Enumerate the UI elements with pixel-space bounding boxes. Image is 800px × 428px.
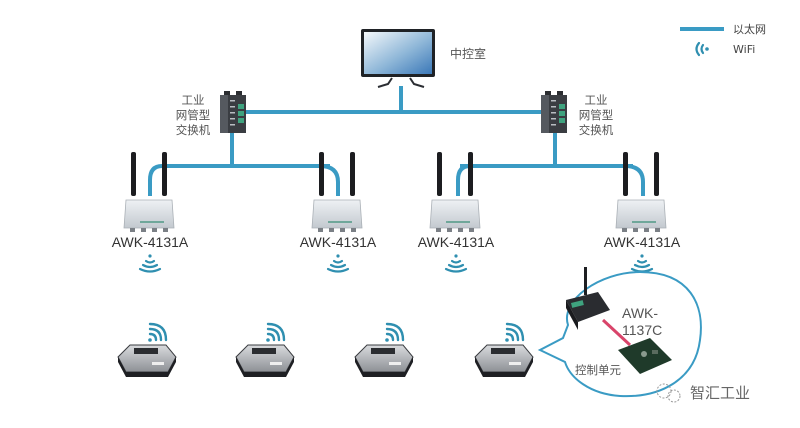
- access-point-label: AWK-4131A: [418, 234, 495, 250]
- switch-right-label-2: 网管型: [579, 108, 614, 122]
- switch-right-label-3: 交换机: [579, 123, 614, 137]
- wechat-logo-icon: [656, 383, 681, 403]
- client-label-line1: AWK-: [622, 305, 658, 321]
- control-unit-label: 控制单元: [575, 363, 621, 377]
- wifi-icon: [385, 322, 405, 342]
- ap1-cable: [148, 164, 163, 196]
- ap4-cable: [624, 164, 645, 196]
- agv-vehicle-icon: [235, 344, 295, 377]
- access-point-label: AWK-4131A: [604, 234, 681, 250]
- wifi-icon: [266, 322, 286, 342]
- wifi-legend-icon: [695, 41, 709, 57]
- access-point-icon: [615, 152, 667, 232]
- serial-cable: [601, 318, 632, 347]
- vehicles: [117, 322, 534, 377]
- wifi-icon: [444, 254, 468, 273]
- switch-left-label-2: 网管型: [176, 108, 211, 122]
- access-point: AWK-4131A: [418, 152, 495, 273]
- legend: 以太网 WiFi: [680, 23, 766, 57]
- ethernet-links: [148, 86, 645, 196]
- access-point: AWK-4131A: [300, 152, 377, 273]
- access-point-icon: [123, 152, 175, 232]
- control-room-label: 中控室: [450, 46, 486, 61]
- switch-icon: [220, 91, 246, 133]
- access-point: AWK-4131A: [112, 152, 189, 273]
- access-point-icon: [429, 152, 481, 232]
- agv-vehicle-icon: [354, 344, 414, 377]
- watermark: 智汇工业: [656, 383, 750, 403]
- agv-vehicle: [354, 322, 414, 377]
- wifi-icon: [148, 322, 168, 342]
- agv-vehicle: [474, 322, 534, 377]
- ap3-cable: [456, 164, 471, 196]
- agv-vehicle-icon: [474, 344, 534, 377]
- legend-ethernet-label: 以太网: [733, 23, 766, 36]
- monitor-icon: [361, 29, 435, 88]
- switch-right-label-1: 工业: [585, 93, 608, 107]
- wifi-icon: [138, 254, 162, 273]
- client-label-line2: 1137C: [622, 322, 662, 338]
- switch-right: 工业 网管型 交换机: [541, 91, 614, 137]
- access-point-icon: [311, 152, 363, 232]
- legend-wifi-label: WiFi: [733, 43, 755, 56]
- access-point-label: AWK-4131A: [112, 234, 189, 250]
- control-room-monitor: 中控室: [361, 29, 486, 88]
- watermark-text: 智汇工业: [690, 384, 750, 402]
- control-board-icon: [618, 338, 672, 374]
- access-points: AWK-4131A AWK-4131A AWK-4131A AWK-4131A: [112, 152, 681, 273]
- switch-left-label-3: 交换机: [176, 123, 211, 137]
- access-point-label: AWK-4131A: [300, 234, 377, 250]
- agv-vehicle: [117, 322, 177, 377]
- callout-bubble: [537, 270, 702, 398]
- wifi-icon: [505, 322, 525, 342]
- wifi-icon: [326, 254, 350, 273]
- client-callout: AWK- 1137C 控制单元: [537, 267, 702, 398]
- switch-left-label-1: 工业: [182, 93, 205, 107]
- awk-1137c-icon: [566, 267, 610, 330]
- switch-left: 工业 网管型 交换机: [176, 91, 246, 137]
- agv-vehicle-icon: [117, 344, 177, 377]
- access-point: AWK-4131A: [604, 152, 681, 273]
- wifi-icon: [630, 254, 654, 273]
- switch-icon: [541, 91, 567, 133]
- agv-vehicle: [235, 322, 295, 377]
